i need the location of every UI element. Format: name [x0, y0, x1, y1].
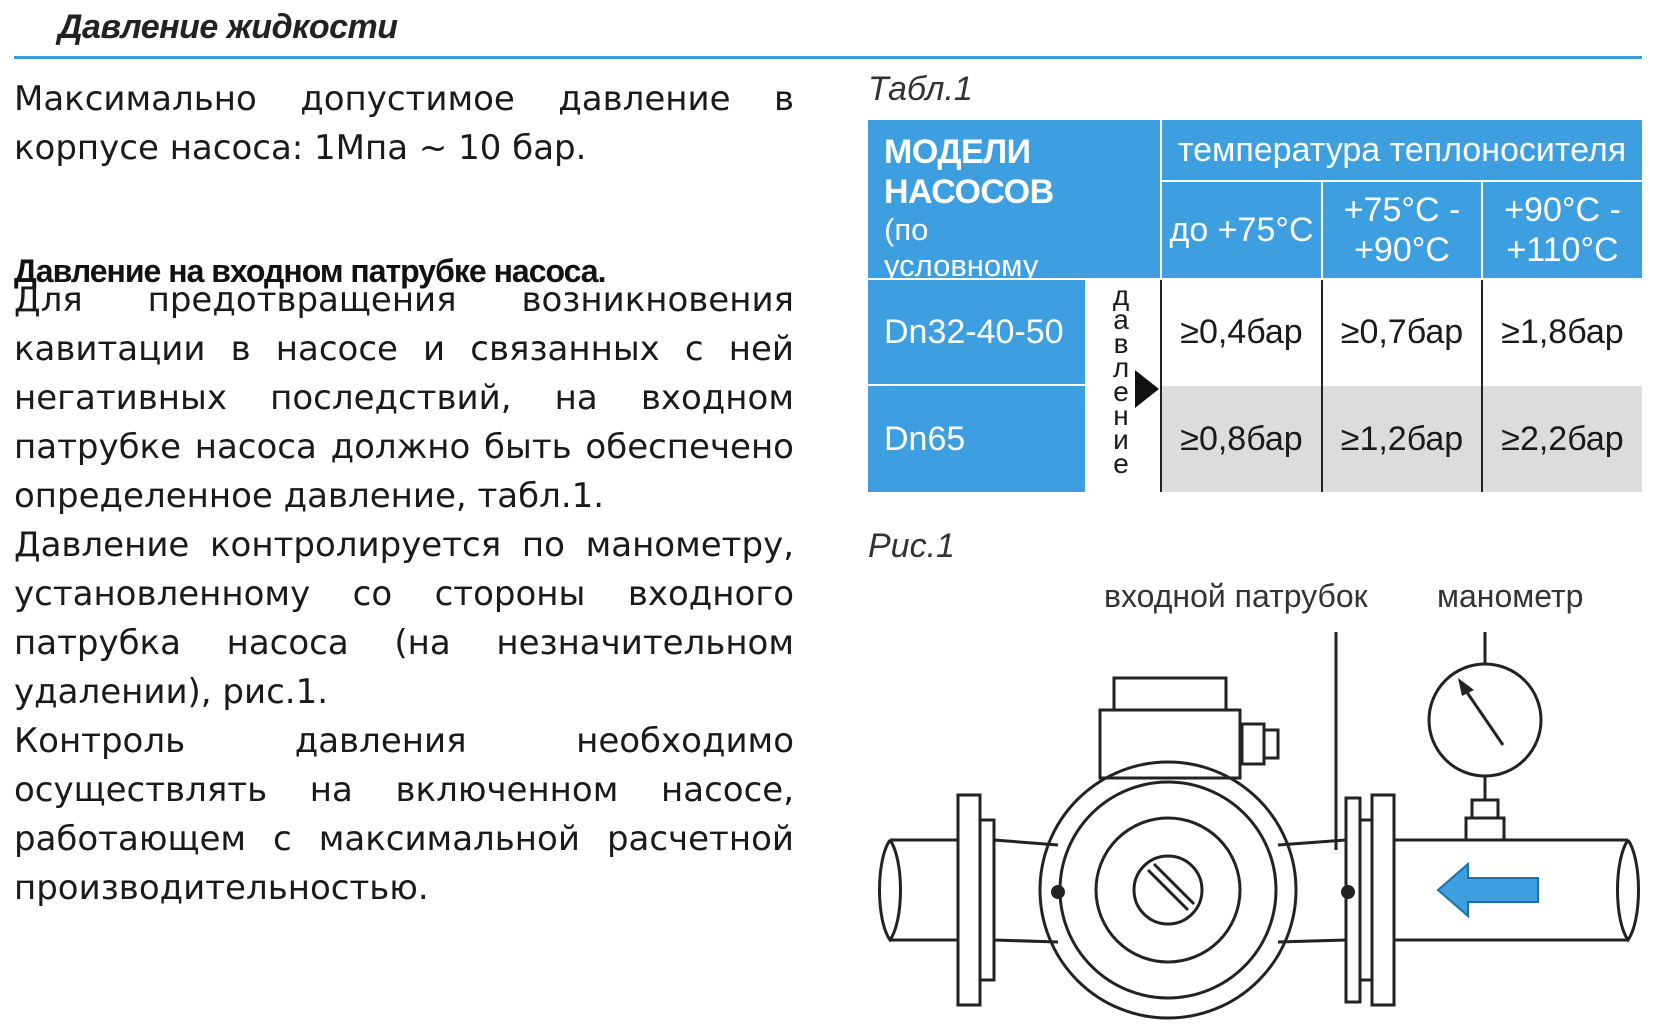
inlet-paragraph-3: Контроль давления необходимо осуществлят… [14, 721, 794, 908]
gauge-fitting [1470, 798, 1500, 820]
row-model-1: Dn32-40-50 [868, 280, 1085, 384]
bolt-hole [1341, 885, 1355, 899]
intro-paragraph: Максимально допустимое давление в корпус… [14, 79, 794, 168]
value-r2-c1: ≥0,8бар [1162, 386, 1321, 492]
gauge-needle-tip [1458, 678, 1474, 696]
value-r2-c3: ≥2,2бар [1483, 386, 1642, 492]
pump-screw-slot [1146, 868, 1190, 912]
pump-body-outer [1038, 760, 1298, 1020]
row-model-2: Dn65 [868, 386, 1085, 492]
right-pipe-end [1616, 839, 1640, 943]
left-pipe [890, 838, 958, 942]
temp-col-2: +75°С - +90°С [1323, 182, 1481, 278]
models-header-title: МОДЕЛИ НАСОСОВ [884, 133, 1054, 211]
gauge-nut [1464, 816, 1506, 842]
pressure-table: МОДЕЛИ НАСОСОВ (по условному диаметру) т… [868, 120, 1642, 492]
inlet-paragraph-2: Давление контролируется по манометру, ус… [14, 525, 794, 712]
models-header: МОДЕЛИ НАСОСОВ (по условному диаметру) [868, 120, 1160, 319]
gauge-needle [1462, 687, 1505, 746]
figure-caption: Рис.1 [868, 527, 955, 565]
grid-line [1160, 280, 1162, 492]
value-r1-c3: ≥1,8бар [1483, 280, 1642, 384]
terminal-box [1098, 708, 1242, 780]
temperature-header: температура теплоносителя [1162, 120, 1642, 180]
pressure-side-label: давление [1112, 280, 1130, 479]
title-divider [14, 56, 1642, 59]
inlet-paragraph-1: Для предотвращения возникновения кавитац… [14, 280, 794, 516]
section-title: Давление жидкости [58, 8, 398, 46]
grid-line [1481, 280, 1483, 492]
pump-body-inner [1094, 816, 1242, 964]
cable-gland [1240, 722, 1266, 766]
right-pipe [1394, 838, 1628, 942]
flow-direction-arrow-icon [1436, 861, 1539, 919]
left-connector [993, 838, 1059, 944]
cable-gland-tip [1262, 728, 1280, 760]
left-flange-outer [956, 793, 982, 1007]
temp-col-1: до +75°С [1162, 182, 1321, 278]
table-caption: Табл.1 [868, 70, 973, 108]
inlet-heading: Давление на входном патрубке насоса. [14, 253, 606, 289]
bolt-hole [1051, 885, 1065, 899]
right-connector [1277, 838, 1347, 944]
temp-col-3: +90°С - +110°С [1483, 182, 1642, 278]
value-r1-c2: ≥0,7бар [1323, 280, 1481, 384]
terminal-box-lid [1112, 676, 1228, 712]
value-r2-c2: ≥1,2бар [1323, 386, 1481, 492]
pressure-side-label-cell: давление [1087, 280, 1160, 492]
right-flange-2 [1358, 818, 1374, 982]
label-inlet: входной патрубок [1104, 578, 1368, 614]
value-r1-c1: ≥0,4бар [1162, 280, 1321, 384]
right-flange-1 [1344, 796, 1362, 1004]
label-gauge: манометр [1437, 578, 1584, 614]
right-flange-3 [1370, 793, 1396, 1007]
pointer-triangle-icon [1135, 370, 1159, 408]
left-pipe-end [878, 839, 902, 943]
grid-line [1321, 280, 1323, 492]
left-flange-inner [978, 818, 996, 982]
pump-screw-head [1132, 854, 1204, 926]
pump-diagram [878, 632, 1640, 1020]
pump-screw-slot [1152, 862, 1196, 906]
